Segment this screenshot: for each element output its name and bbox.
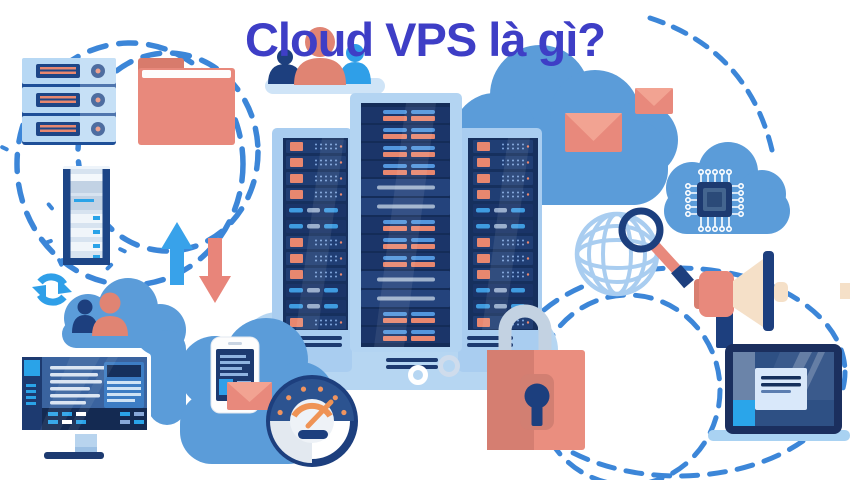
cpu-cloud-icon (664, 142, 790, 234)
dashed-arc-top-right (647, 15, 775, 153)
smartphone-icon (210, 336, 272, 414)
magnifier-icon (618, 207, 694, 289)
cpu-chip-icon (684, 169, 744, 233)
server-stack-icon (22, 58, 116, 145)
users-icon-cloud (72, 292, 128, 336)
tower-server-icon (63, 166, 110, 265)
mail-icon-small (635, 88, 673, 114)
mail-icon (565, 113, 622, 152)
server-rack-icon-right (458, 128, 542, 372)
confetti-dashes (0, 145, 127, 271)
page-title: Cloud VPS là gì? (244, 13, 606, 66)
upload-arrow-icon (161, 222, 193, 285)
folder-icon (138, 58, 235, 145)
sync-icon (32, 273, 72, 306)
speedometer-icon (266, 375, 358, 467)
megaphone-icon (694, 251, 788, 348)
padlock-icon (487, 304, 585, 450)
mail-icon-phone (227, 382, 272, 410)
server-rack-icon-center (350, 93, 462, 386)
monitor-icon (18, 353, 151, 459)
globe-icon (574, 211, 660, 297)
server-rack-icon-left (272, 128, 352, 372)
cream-block (840, 283, 850, 299)
download-arrow-icon (199, 238, 231, 303)
users-icon (265, 27, 385, 94)
laptop-icon (708, 344, 850, 441)
